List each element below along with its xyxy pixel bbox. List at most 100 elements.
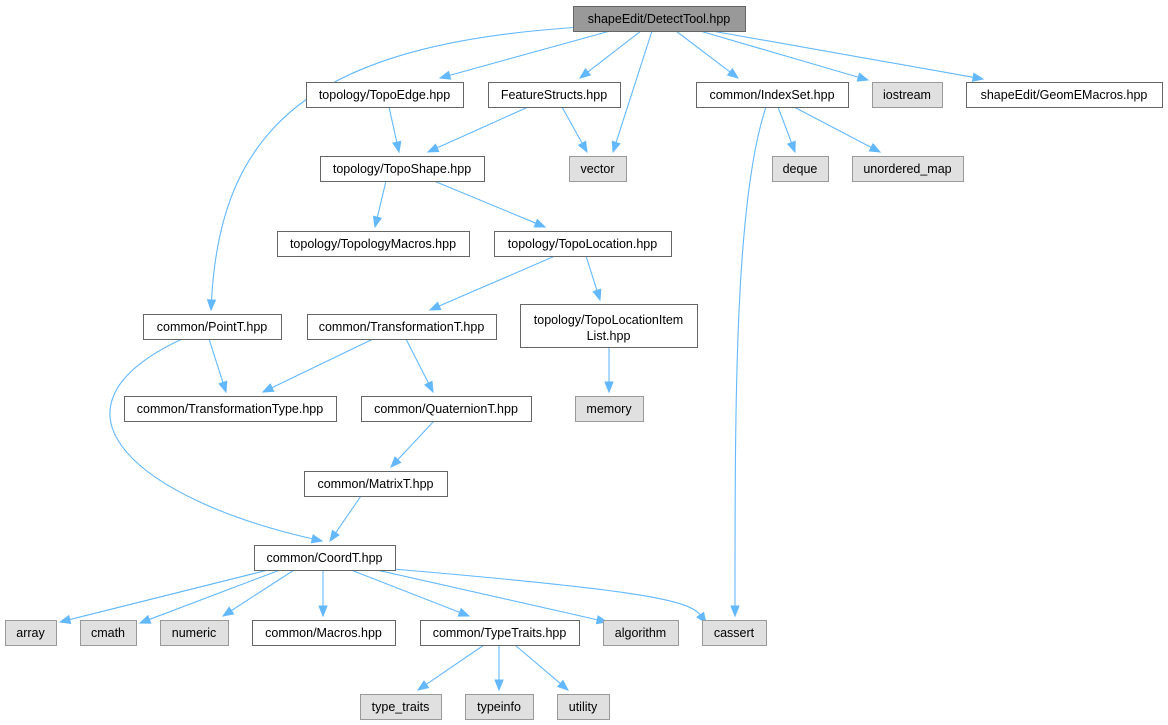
node-label: array	[16, 626, 45, 640]
node-box	[520, 304, 698, 348]
node-label: deque	[783, 162, 818, 176]
node-array[interactable]: array	[5, 620, 57, 646]
arrowhead	[494, 679, 504, 692]
arrowhead	[730, 605, 740, 618]
node-detect_tool[interactable]: shapeEdit/DetectTool.hpp	[573, 6, 746, 32]
node-coord_t[interactable]: common/CoordT.hpp	[254, 545, 396, 571]
node-type_traits[interactable]: type_traits	[360, 694, 442, 720]
edge-detect_tool-to-feature_structs	[578, 30, 642, 79]
node-box	[569, 156, 627, 182]
edge-point_t-to-transformation_type	[208, 338, 228, 394]
node-deque[interactable]: deque	[772, 156, 829, 182]
node-box	[966, 82, 1163, 108]
arrowhead	[318, 605, 328, 618]
node-matrix_t[interactable]: common/MatrixT.hpp	[304, 471, 448, 497]
node-label: topology/TopoEdge.hpp	[319, 88, 450, 102]
edge-topo_location-to-topo_location_item_list	[585, 255, 602, 302]
node-cassert[interactable]: cassert	[702, 620, 767, 646]
node-box	[304, 471, 448, 497]
arrowhead	[438, 70, 452, 80]
node-vector[interactable]: vector	[569, 156, 627, 182]
node-box	[488, 82, 621, 108]
node-cmath[interactable]: cmath	[80, 620, 137, 646]
node-topo_location[interactable]: topology/TopoLocation.hpp	[494, 231, 672, 257]
arrowhead	[592, 288, 602, 302]
node-box	[420, 620, 580, 646]
node-box	[307, 314, 497, 340]
node-box	[573, 6, 746, 32]
edge-index_set-to-unordered_map	[793, 106, 882, 153]
arrowhead	[577, 140, 588, 154]
edge-coord_t-to-cmath	[138, 569, 281, 624]
edge-detect_tool-to-index_set	[675, 30, 740, 79]
edge-point_t-to-coord_t	[109, 338, 324, 544]
node-label: common/QuaternionT.hpp	[374, 402, 518, 416]
edge-feature_structs-to-topo_shape	[426, 106, 529, 153]
edge-topo_edge-to-topo_shape	[388, 106, 402, 154]
node-label: shapeEdit/DetectTool.hpp	[588, 12, 731, 26]
node-box	[124, 396, 337, 422]
node-utility[interactable]: utility	[557, 694, 610, 720]
node-unordered_map[interactable]: unordered_map	[852, 156, 964, 182]
node-index_set[interactable]: common/IndexSet.hpp	[696, 82, 849, 108]
edge-topo_shape-to-topology_macros	[372, 180, 387, 229]
node-label: common/TransformationType.hpp	[137, 402, 323, 416]
node-label: cassert	[714, 626, 755, 640]
edge-type_traits_hpp-to-type_traits	[416, 644, 485, 691]
edge-index_set-to-deque	[777, 106, 796, 154]
node-memory[interactable]: memory	[575, 396, 644, 422]
edge-matrix_t-to-coord_t	[329, 495, 362, 543]
node-label: utility	[569, 700, 598, 714]
arrowhead	[868, 142, 882, 153]
node-label: common/Macros.hpp	[265, 626, 382, 640]
node-label: topology/TopoLocationItem	[534, 313, 683, 327]
node-feature_structs[interactable]: FeatureStructs.hpp	[488, 82, 621, 108]
node-topo_edge[interactable]: topology/TopoEdge.hpp	[306, 82, 464, 108]
arrowhead	[786, 140, 796, 154]
node-iostream[interactable]: iostream	[872, 82, 943, 108]
arrowhead	[138, 614, 152, 624]
node-topology_macros[interactable]: topology/TopologyMacros.hpp	[277, 231, 470, 257]
node-label: cmath	[91, 626, 125, 640]
node-label: shapeEdit/GeomEMacros.hpp	[981, 88, 1148, 102]
node-algorithm[interactable]: algorithm	[603, 620, 679, 646]
node-quaternion_t[interactable]: common/QuaternionT.hpp	[361, 396, 532, 422]
arrowhead	[221, 606, 235, 617]
arrowhead	[329, 529, 340, 543]
node-typeinfo[interactable]: typeinfo	[465, 694, 534, 720]
edge-detect_tool-to-topo_edge	[438, 30, 611, 80]
edge-layer	[58, 25, 985, 692]
node-label: topology/TopoLocation.hpp	[508, 237, 657, 251]
edge-topo_shape-to-topo_location	[433, 180, 547, 228]
node-point_t[interactable]: common/PointT.hpp	[143, 314, 282, 340]
node-type_traits_hpp[interactable]: common/TypeTraits.hpp	[420, 620, 580, 646]
node-label: common/MatrixT.hpp	[317, 477, 433, 491]
node-box	[852, 156, 964, 182]
node-label: vector	[580, 162, 614, 176]
edge-type_traits_hpp-to-utility	[514, 644, 570, 691]
node-box	[702, 620, 767, 646]
node-box	[603, 620, 679, 646]
node-label: FeatureStructs.hpp	[501, 88, 607, 102]
node-label: common/PointT.hpp	[157, 320, 268, 334]
edge-detect_tool-to-iostream	[699, 30, 870, 82]
node-box	[254, 545, 396, 571]
node-label: common/IndexSet.hpp	[709, 88, 834, 102]
node-geom_e_macros[interactable]: shapeEdit/GeomEMacros.hpp	[966, 82, 1163, 108]
arrowhead	[424, 380, 434, 394]
node-box	[5, 620, 57, 646]
node-layer: shapeEdit/DetectTool.hpp topology/TopoEdg…	[5, 6, 1163, 720]
node-common_macros[interactable]: common/Macros.hpp	[252, 620, 396, 646]
node-label: numeric	[172, 626, 216, 640]
node-box	[252, 620, 396, 646]
edge-transformation_t-to-transformation_type	[261, 338, 374, 393]
node-topo_shape[interactable]: topology/TopoShape.hpp	[320, 156, 485, 182]
edge-coord_t-to-cassert	[392, 568, 707, 625]
node-transformation_t[interactable]: common/TransformationT.hpp	[307, 314, 497, 340]
arrowhead	[261, 383, 275, 393]
node-label: common/CoordT.hpp	[266, 551, 382, 565]
node-transformation_type[interactable]: common/TransformationType.hpp	[124, 396, 337, 422]
node-numeric[interactable]: numeric	[160, 620, 229, 646]
